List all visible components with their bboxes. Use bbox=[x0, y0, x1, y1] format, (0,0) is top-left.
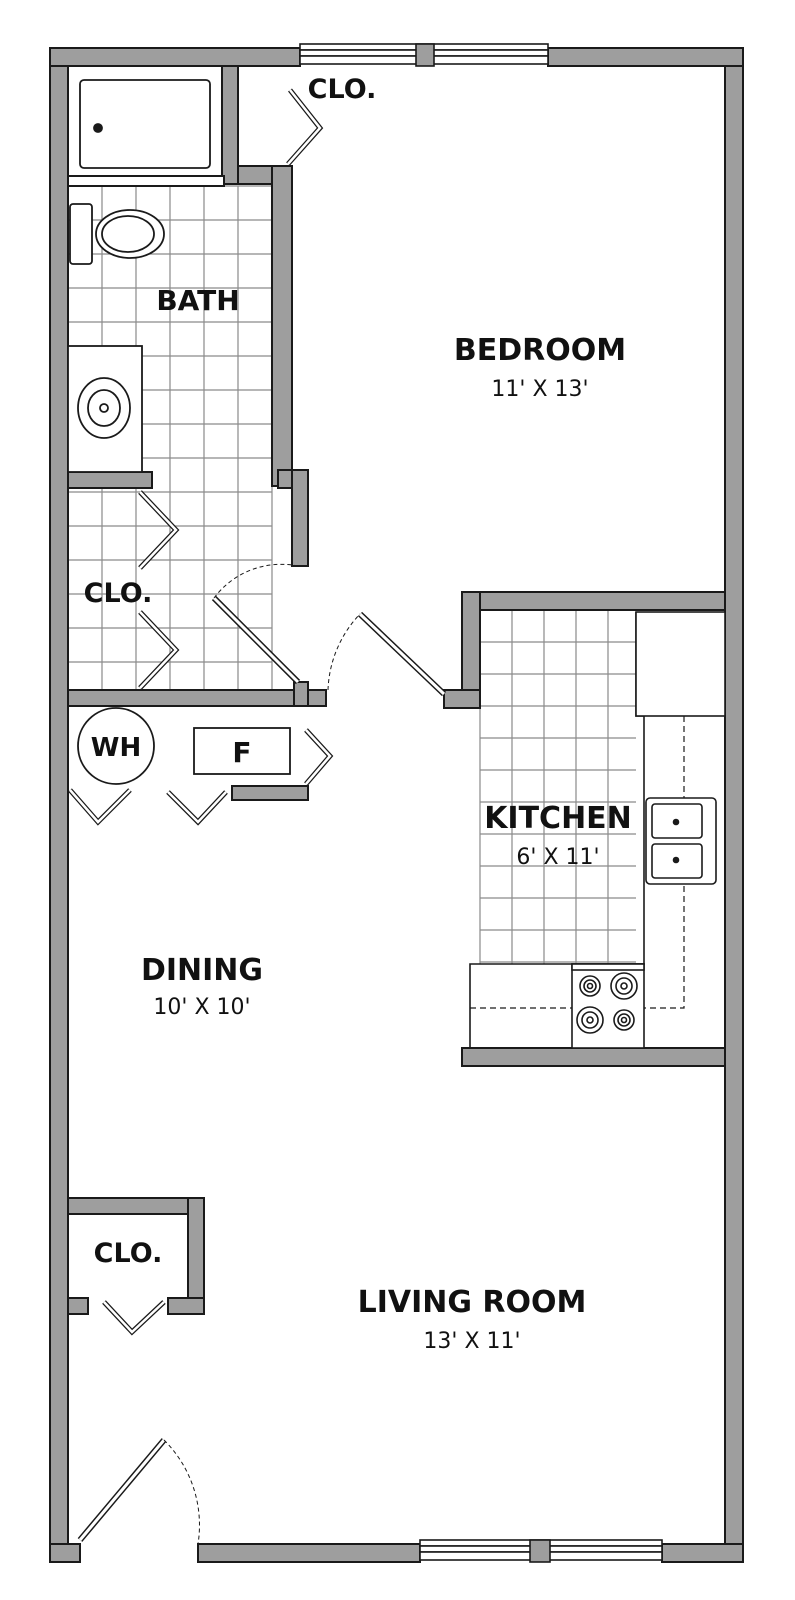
wall-exterior-bottom-right bbox=[661, 1543, 744, 1563]
wall-exterior-right bbox=[724, 47, 744, 1563]
wall-exterior-left bbox=[49, 47, 69, 1563]
wall-bath-closet-bottom bbox=[67, 689, 327, 707]
label-furnace: F bbox=[232, 736, 251, 769]
door-utility bbox=[68, 728, 334, 826]
wall-bath-bedroom-lower bbox=[291, 469, 309, 567]
wall-exterior-top-left bbox=[49, 47, 301, 67]
wall-furnace-front bbox=[231, 785, 309, 801]
kitchen-sink bbox=[645, 797, 717, 885]
label-bedroom-dims: 11' X 13' bbox=[491, 377, 588, 402]
wall-bath-closet-top bbox=[221, 65, 239, 185]
label-bedroom-closet: CLO. bbox=[308, 74, 377, 105]
wall-living-closet-right bbox=[187, 1197, 205, 1315]
range-stove bbox=[571, 963, 645, 1049]
water-heater bbox=[77, 707, 155, 785]
label-living-room-dims: 13' X 11' bbox=[423, 1329, 520, 1354]
doors bbox=[68, 88, 447, 1545]
door-bedroom-closet bbox=[286, 88, 324, 166]
label-dining-dims: 10' X 10' bbox=[153, 995, 250, 1020]
wall-kitchen-top bbox=[461, 591, 726, 611]
door-bath[interactable] bbox=[211, 563, 301, 685]
wall-bath-tub-bottom bbox=[67, 175, 225, 187]
wall-living-closet-top bbox=[67, 1197, 205, 1215]
door-entry[interactable] bbox=[77, 1438, 200, 1545]
label-living-closet: CLO. bbox=[94, 1238, 163, 1269]
furnace bbox=[193, 727, 291, 775]
wall-bath-bedroom bbox=[271, 165, 293, 487]
window-living bbox=[419, 1539, 663, 1563]
wall-kitchen-bottom bbox=[461, 1047, 726, 1067]
label-bedroom: BEDROOM bbox=[454, 333, 626, 368]
window-bedroom bbox=[299, 43, 549, 67]
label-bath-closet: CLO. bbox=[84, 578, 153, 609]
kitchen-upper-cabinets bbox=[470, 716, 685, 1009]
wall-exterior-bottom-mid bbox=[197, 1543, 421, 1563]
wall-bath-vanity-shelf bbox=[67, 471, 153, 489]
kitchen-tile-floor bbox=[479, 609, 636, 964]
label-dining: DINING bbox=[141, 953, 263, 988]
wall-exterior-top-right bbox=[547, 47, 744, 67]
windows bbox=[299, 43, 663, 1563]
door-bath-closet bbox=[138, 490, 180, 690]
label-kitchen: KITCHEN bbox=[484, 801, 632, 836]
utility-fixtures bbox=[77, 707, 291, 785]
wall-living-closet-right-foot bbox=[167, 1297, 205, 1315]
wall-exterior-bottom-left bbox=[49, 1543, 81, 1563]
walls bbox=[49, 47, 744, 1563]
toilet bbox=[69, 203, 165, 265]
wall-living-closet-left-foot bbox=[67, 1297, 89, 1315]
refrigerator bbox=[635, 611, 726, 717]
label-kitchen-dims: 6' X 11' bbox=[516, 845, 599, 870]
wall-kitchen-left-upper bbox=[461, 591, 481, 697]
room-labels: BATH CLO. CLO. BEDROOM 11' X 13' KITCHEN… bbox=[84, 74, 632, 1354]
label-living-room: LIVING ROOM bbox=[358, 1285, 587, 1320]
door-living-closet bbox=[102, 1300, 166, 1336]
wall-bath-door-post bbox=[293, 681, 309, 707]
label-water-heater: WH bbox=[91, 733, 141, 763]
kitchen-fixtures bbox=[469, 611, 726, 1049]
bathtub bbox=[79, 79, 211, 169]
label-bath: BATH bbox=[156, 284, 239, 317]
door-bedroom[interactable] bbox=[327, 611, 447, 697]
sink-vanity bbox=[67, 345, 143, 473]
wall-kitchen-left-stub bbox=[443, 689, 481, 709]
bath-fixtures bbox=[67, 79, 211, 473]
